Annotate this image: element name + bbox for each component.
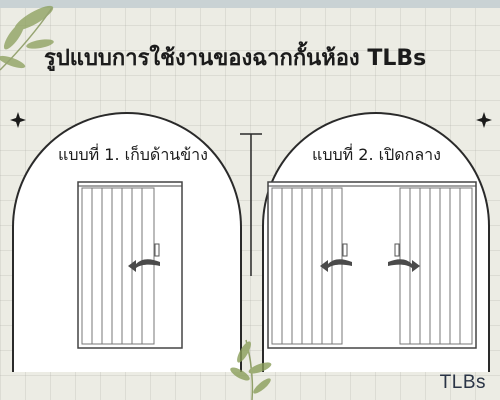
divider-mark [240, 133, 262, 276]
arrow-right-icon-style-2 [388, 259, 420, 272]
style-1-door-illustration [77, 181, 183, 349]
arrow-left-icon-style-1 [128, 259, 160, 272]
style-2-door-illustration [267, 181, 477, 349]
sparkle-icon-left [10, 112, 26, 128]
arrow-left-icon-style-2 [320, 259, 352, 272]
page-title: รูปแบบการใช้งานของฉากกั้นห้อง TLBs [44, 46, 427, 71]
brand-logo: TLBs [439, 372, 486, 393]
leaf-decoration-top-left [0, 5, 54, 71]
leaf-decoration-bottom [230, 339, 272, 400]
sparkle-icon-right [476, 112, 492, 128]
style-2-label: แบบที่ 2. เปิดกลาง [312, 145, 441, 164]
top-strip [0, 0, 500, 8]
style-1-label: แบบที่ 1. เก็บด้านข้าง [58, 145, 208, 164]
